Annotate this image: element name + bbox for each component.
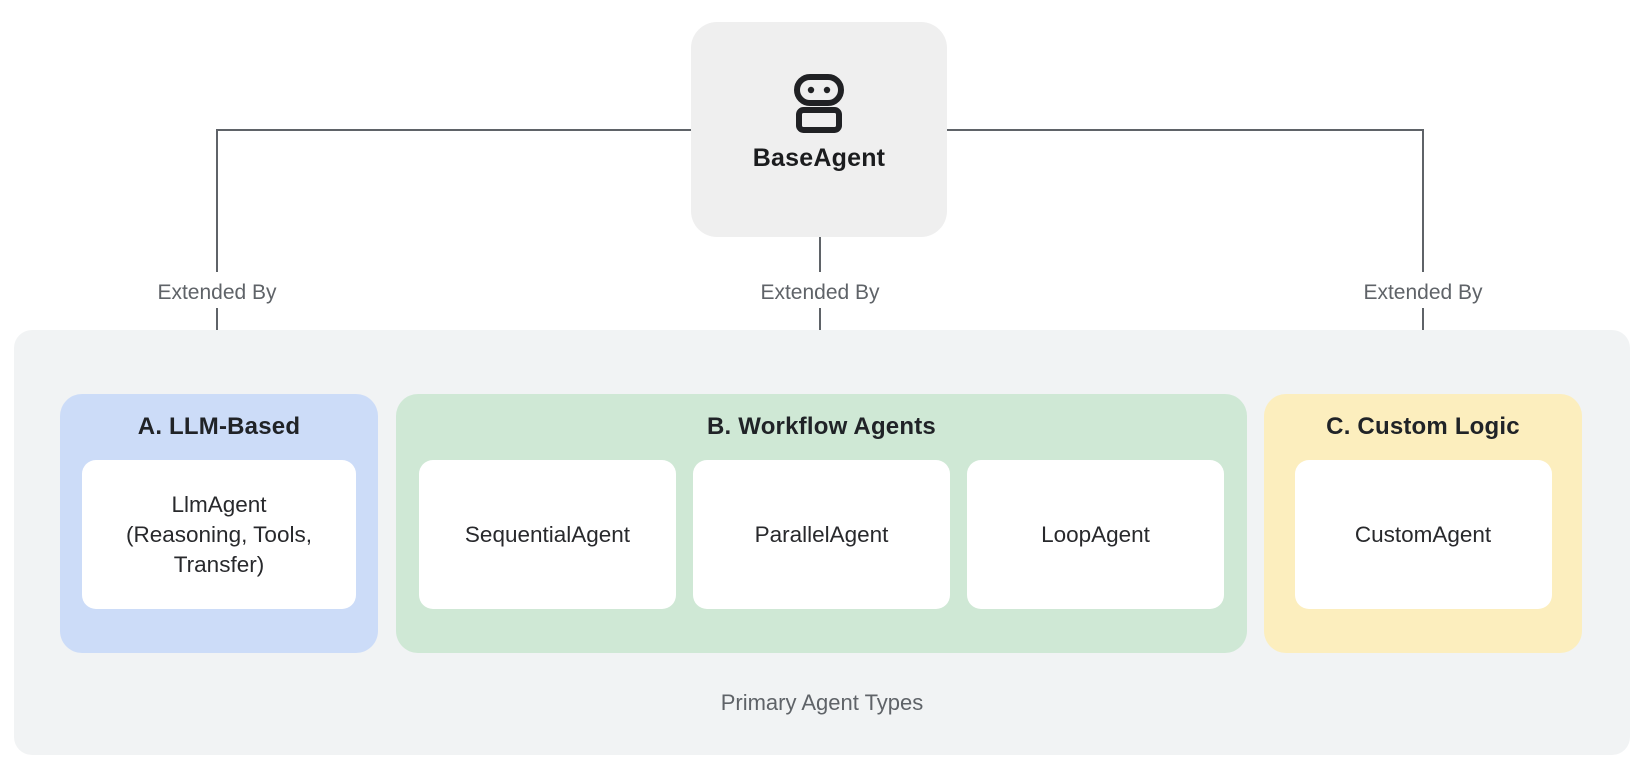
card-parallelagent: ParallelAgent <box>693 460 950 609</box>
card-loopagent: LoopAgent <box>967 460 1224 609</box>
card-llmagent: LlmAgent (Reasoning, Tools, Transfer) <box>82 460 356 609</box>
group-custom-logic-cards: CustomAgent <box>1264 460 1582 609</box>
base-agent-label: BaseAgent <box>752 143 886 172</box>
group-custom-logic: C. Custom Logic CustomAgent <box>1264 394 1582 653</box>
group-workflow-agents-cards: SequentialAgent ParallelAgent LoopAgent <box>396 460 1247 609</box>
card-sequentialagent: SequentialAgent <box>419 460 676 609</box>
base-agent-node: BaseAgent <box>691 22 947 237</box>
group-workflow-agents-title: B. Workflow Agents <box>707 413 936 440</box>
group-llm-based: A. LLM-Based LlmAgent (Reasoning, Tools,… <box>60 394 378 653</box>
group-llm-based-cards: LlmAgent (Reasoning, Tools, Transfer) <box>60 460 378 609</box>
group-custom-logic-title: C. Custom Logic <box>1326 413 1520 440</box>
robot-icon <box>794 73 844 133</box>
diagram-caption: Primary Agent Types <box>720 690 924 715</box>
card-customagent: CustomAgent <box>1294 460 1552 609</box>
extended-by-label-left: Extended By <box>157 281 277 304</box>
group-llm-based-title: A. LLM-Based <box>137 413 301 440</box>
extended-by-label-center: Extended By <box>760 281 880 304</box>
extended-by-label-right: Extended By <box>1363 281 1483 304</box>
group-workflow-agents: B. Workflow Agents SequentialAgent Paral… <box>396 394 1247 653</box>
